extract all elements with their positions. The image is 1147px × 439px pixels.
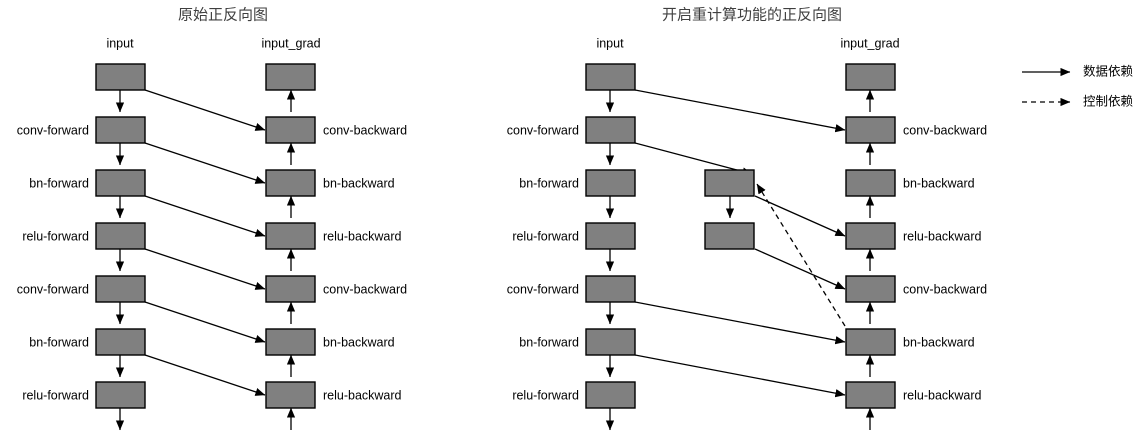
data-edge (144, 195, 266, 237)
node-label-backward: bn-backward (903, 335, 975, 349)
data-edges-original (144, 89, 266, 396)
node-backward[interactable] (845, 63, 896, 91)
node-backward[interactable] (845, 116, 896, 144)
node-label-forward: bn-forward (519, 176, 579, 190)
data-edges-recompute (634, 89, 846, 398)
node-forward[interactable] (585, 116, 636, 144)
legend-item-data-dependency: 数据依赖 (1022, 64, 1134, 79)
node-forward[interactable] (585, 275, 636, 303)
node-backward[interactable] (845, 275, 896, 303)
node-backward[interactable] (845, 381, 896, 409)
backward-labels-original: conv-backward bn-backward relu-backward … (323, 123, 407, 402)
control-edges-recompute (756, 183, 846, 327)
node-forward[interactable] (585, 63, 636, 91)
data-edge (634, 89, 846, 133)
node-label-forward: bn-forward (519, 335, 579, 349)
node-backward[interactable] (845, 222, 896, 250)
legend-item-control-dependency: 控制依赖 (1022, 94, 1134, 109)
node-label-backward: relu-backward (903, 388, 982, 402)
column-header-input-grad-recompute: input_grad (840, 36, 899, 50)
column-header-input-original: input (106, 36, 134, 50)
node-label-forward: conv-forward (507, 282, 579, 296)
diagram-recompute: 开启重计算功能的正反向图 input input_grad (507, 6, 987, 431)
node-recompute[interactable] (704, 222, 755, 250)
node-label-forward: conv-forward (507, 123, 579, 137)
node-forward[interactable] (585, 222, 636, 250)
node-backward[interactable] (265, 381, 316, 409)
data-edge (754, 248, 846, 290)
node-backward[interactable] (265, 275, 316, 303)
recompute-nodes (704, 169, 755, 250)
node-forward[interactable] (95, 222, 146, 250)
node-forward[interactable] (95, 275, 146, 303)
node-label-forward: relu-forward (512, 229, 579, 243)
forward-nodes-recompute (585, 63, 636, 409)
node-backward[interactable] (265, 169, 316, 197)
node-label-backward: conv-backward (323, 282, 407, 296)
node-backward[interactable] (845, 169, 896, 197)
control-edge (756, 183, 846, 327)
backward-nodes-original (265, 63, 316, 409)
node-label-forward: bn-forward (29, 335, 89, 349)
node-label-forward: conv-forward (17, 282, 89, 296)
node-forward[interactable] (95, 169, 146, 197)
column-header-input-recompute: input (596, 36, 624, 50)
data-edge (144, 142, 266, 184)
node-forward[interactable] (585, 381, 636, 409)
node-forward[interactable] (585, 169, 636, 197)
node-backward[interactable] (265, 116, 316, 144)
column-header-input-grad-original: input_grad (261, 36, 320, 50)
node-label-backward: conv-backward (323, 123, 407, 137)
data-edge (634, 142, 753, 176)
legend: 数据依赖 控制依赖 (1022, 64, 1134, 109)
node-backward[interactable] (265, 222, 316, 250)
node-backward[interactable] (845, 328, 896, 356)
node-label-forward: conv-forward (17, 123, 89, 137)
data-edge (144, 248, 266, 290)
data-edge (634, 301, 846, 345)
backward-labels-recompute: conv-backward bn-backward relu-backward … (903, 123, 987, 402)
node-label-backward: conv-backward (903, 123, 987, 137)
node-forward[interactable] (95, 328, 146, 356)
data-edge (144, 301, 266, 343)
node-label-backward: bn-backward (903, 176, 975, 190)
forward-labels-recompute: conv-forward bn-forward relu-forward con… (507, 123, 579, 402)
data-edge (144, 354, 266, 396)
node-forward[interactable] (95, 63, 146, 91)
diagram-original: 原始正反向图 input input_grad (17, 6, 407, 431)
backward-nodes-recompute (845, 63, 896, 409)
node-forward[interactable] (95, 381, 146, 409)
node-forward[interactable] (95, 116, 146, 144)
data-edge (754, 195, 846, 237)
node-label-backward: conv-backward (903, 282, 987, 296)
legend-label-control-dependency: 控制依赖 (1083, 94, 1134, 109)
node-label-forward: relu-forward (22, 388, 89, 402)
legend-label-data-dependency: 数据依赖 (1083, 64, 1134, 79)
forward-nodes-original (95, 63, 146, 409)
data-edge (634, 354, 846, 398)
node-label-forward: bn-forward (29, 176, 89, 190)
diagram-title-original: 原始正反向图 (178, 6, 268, 24)
node-recompute[interactable] (704, 169, 755, 197)
node-label-forward: relu-forward (512, 388, 579, 402)
node-label-backward: relu-backward (323, 229, 402, 243)
data-edge (144, 89, 266, 131)
node-label-backward: relu-backward (903, 229, 982, 243)
node-label-backward: bn-backward (323, 335, 395, 349)
node-label-forward: relu-forward (22, 229, 89, 243)
node-label-backward: bn-backward (323, 176, 395, 190)
node-backward[interactable] (265, 63, 316, 91)
diagram-title-recompute: 开启重计算功能的正反向图 (662, 6, 842, 24)
node-backward[interactable] (265, 328, 316, 356)
node-forward[interactable] (585, 328, 636, 356)
forward-labels-original: conv-forward bn-forward relu-forward con… (17, 123, 89, 402)
node-label-backward: relu-backward (323, 388, 402, 402)
